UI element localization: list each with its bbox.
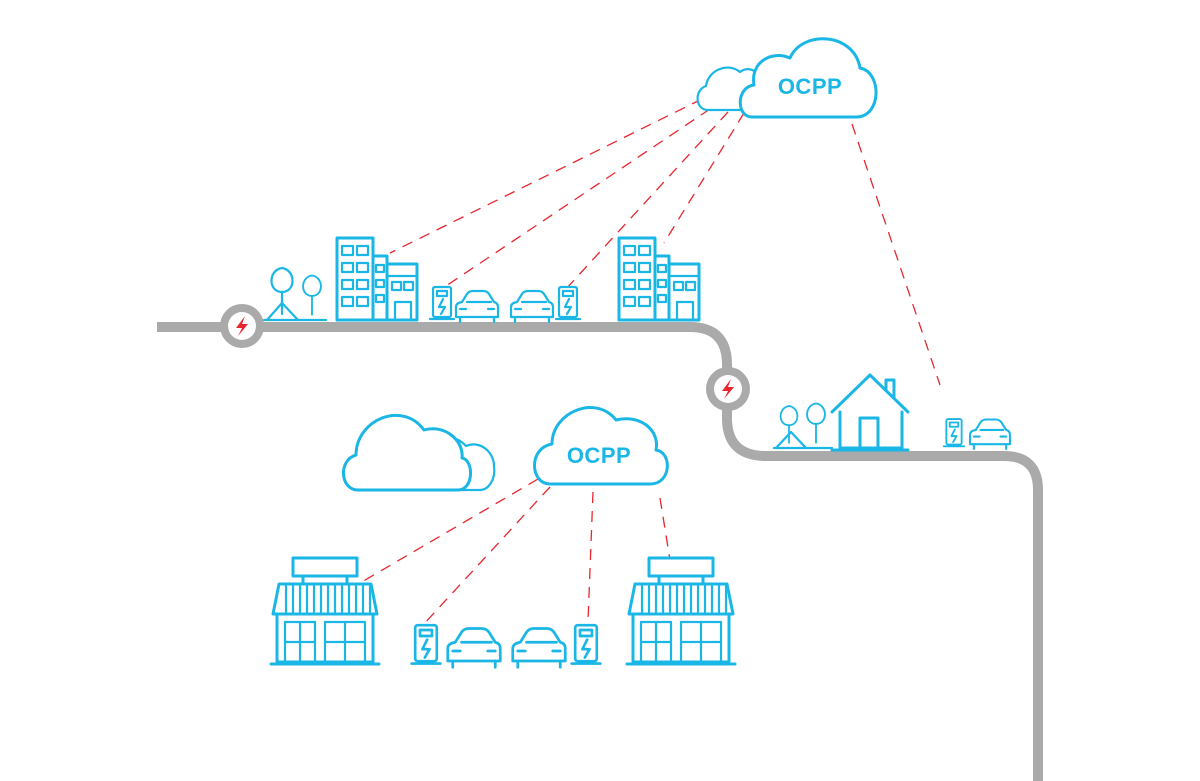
storefront-icon [625, 556, 737, 666]
tree-icon [270, 266, 294, 316]
charging-station-icon [570, 623, 602, 665]
charging-station-icon [942, 418, 966, 448]
tree-icon [806, 402, 826, 444]
cloud-ocpp-top: OCPP [696, 37, 878, 119]
storefront-icon [269, 556, 381, 666]
car-icon [511, 627, 567, 669]
apartment-building-icon [617, 236, 701, 322]
lightning-bolt-icon [722, 379, 734, 399]
trees-right [772, 402, 834, 450]
cloud-icon [738, 37, 878, 119]
cloud-group-bottom-left [342, 413, 496, 492]
charging-row-home [942, 418, 1011, 450]
charging-station-icon [554, 285, 582, 321]
car-icon [446, 627, 502, 669]
car-icon [509, 289, 555, 324]
cloud-icon [342, 413, 472, 492]
charging-station-icon [428, 285, 456, 321]
apartment-building-icon [335, 236, 419, 322]
ocpp-connections-top [389, 98, 941, 386]
house-icon [830, 373, 910, 452]
cloud-icon [533, 406, 669, 486]
cloud-ocpp-bottom-label: OCPP [567, 443, 631, 468]
car-icon [969, 418, 1011, 450]
power-grid-line [157, 322, 1043, 781]
cloud-ocpp-top-label: OCPP [778, 74, 842, 99]
charging-row-bottom [410, 623, 602, 669]
tree-icon [302, 274, 322, 316]
grid-node-left [220, 304, 264, 348]
charging-station-icon [410, 623, 442, 665]
cloud-ocpp-bottom: OCPP [533, 406, 669, 486]
car-icon [454, 289, 500, 324]
grid-node-right [706, 367, 750, 411]
ocpp-connections-bottom [359, 478, 671, 626]
trees-left [262, 266, 328, 322]
charging-row-top [428, 285, 582, 324]
lightning-bolt-icon [236, 316, 248, 336]
